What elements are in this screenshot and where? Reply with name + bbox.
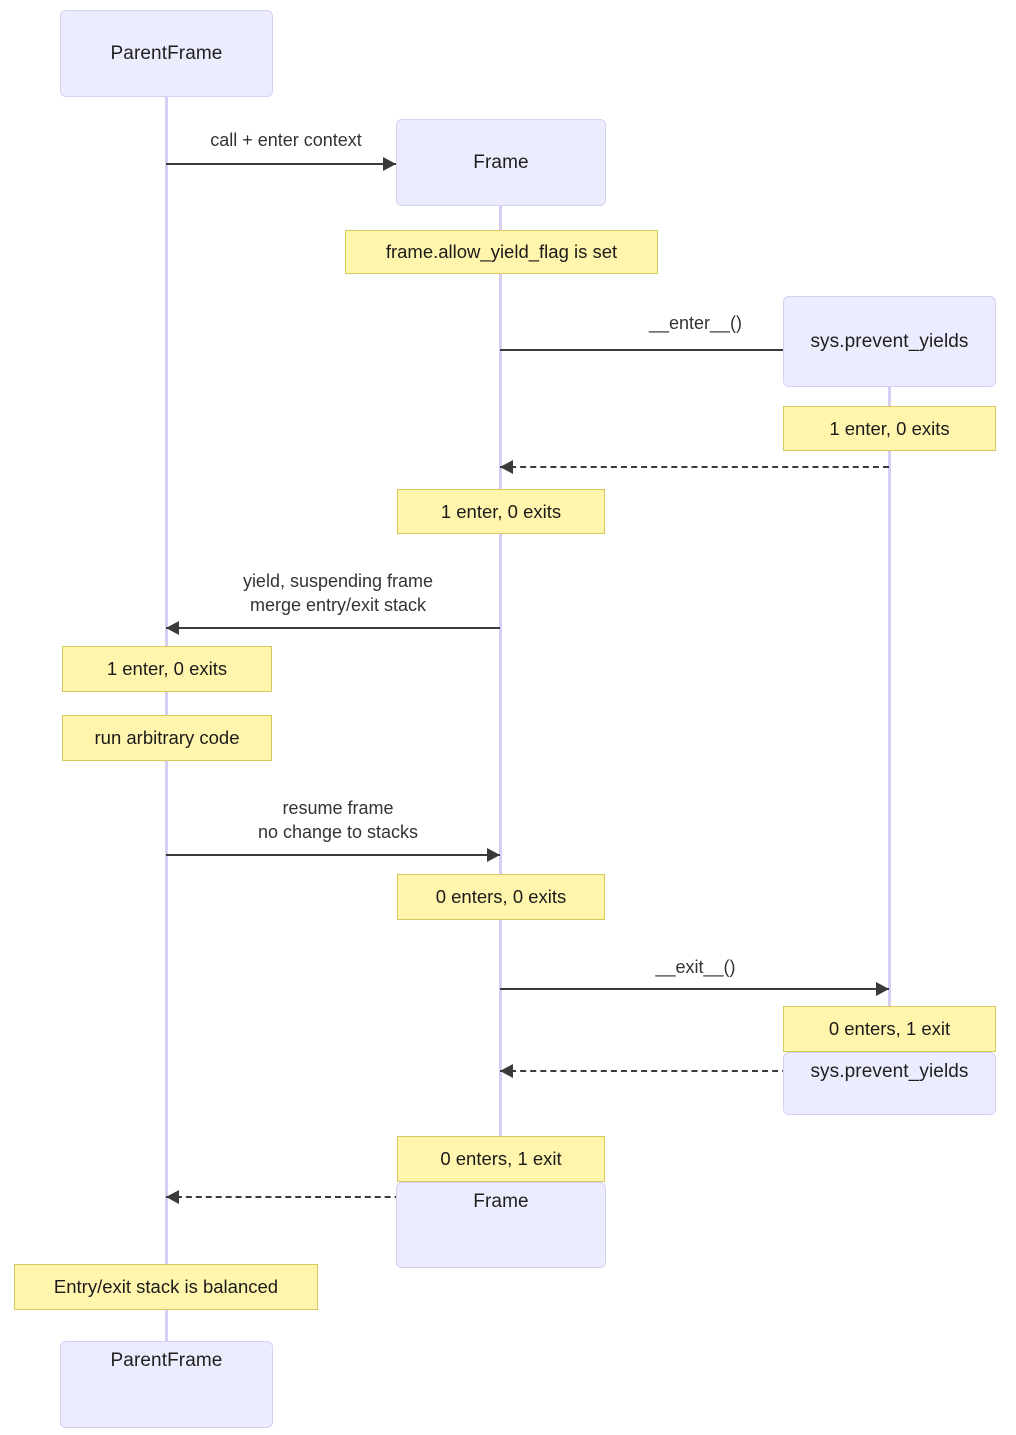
participant-box-parentframe-bottom[interactable]: ParentFrame xyxy=(60,1341,273,1428)
note-note-frame-zero: 0 enters, 0 exits xyxy=(397,874,605,920)
message-line-exit-call xyxy=(500,988,889,990)
note-note-parent-enter: 1 enter, 0 exits xyxy=(62,646,272,692)
message-line-enter-call xyxy=(500,349,889,351)
arrowhead-frame-return xyxy=(166,1190,179,1204)
lifeline-prevent_yields xyxy=(888,387,891,1052)
message-label-exit-call: __exit__() xyxy=(655,957,736,977)
message-label-call-enter-context: call + enter context xyxy=(210,130,362,150)
participant-box-parentframe-top[interactable]: ParentFrame xyxy=(60,10,273,97)
lifeline-frame xyxy=(499,206,502,1182)
message-label-resume-frame: resume frame no change to stacks xyxy=(257,798,419,843)
note-note-frame-enter: 1 enter, 0 exits xyxy=(397,489,605,534)
message-line-frame-return xyxy=(166,1196,500,1198)
arrowhead-exit-call xyxy=(876,982,889,996)
note-note-frame-exit: 0 enters, 1 exit xyxy=(397,1136,605,1182)
note-note-prevent-yields-exit: 0 enters, 1 exit xyxy=(783,1006,996,1052)
note-note-run-arbitrary-code: run arbitrary code xyxy=(62,715,272,761)
participant-box-frame-bottom[interactable]: Frame xyxy=(396,1182,606,1268)
message-line-exit-return xyxy=(500,1070,889,1072)
arrowhead-call-enter-context xyxy=(383,157,396,171)
message-line-resume-frame xyxy=(166,854,500,856)
message-line-call-enter-context xyxy=(166,163,396,165)
note-note-prevent-yields-enter: 1 enter, 0 exits xyxy=(783,406,996,451)
arrowhead-exit-return xyxy=(500,1064,513,1078)
participant-box-sys-prevent-yields-top[interactable]: sys.prevent_yields xyxy=(783,296,996,387)
message-label-yield-suspend: yield, suspending frame merge entry/exit… xyxy=(242,571,434,616)
note-note-balanced: Entry/exit stack is balanced xyxy=(14,1264,318,1310)
message-line-enter-return xyxy=(500,466,889,468)
message-label-enter-call: __enter__() xyxy=(648,313,743,333)
arrowhead-resume-frame xyxy=(487,848,500,862)
participant-box-sys-prevent-yields-bottom[interactable]: sys.prevent_yields xyxy=(783,1052,996,1115)
arrowhead-yield-suspend xyxy=(166,621,179,635)
note-note-allow-yield-flag: frame.allow_yield_flag is set xyxy=(345,230,658,274)
participant-box-frame-top[interactable]: Frame xyxy=(396,119,606,206)
message-line-yield-suspend xyxy=(166,627,500,629)
arrowhead-enter-return xyxy=(500,460,513,474)
